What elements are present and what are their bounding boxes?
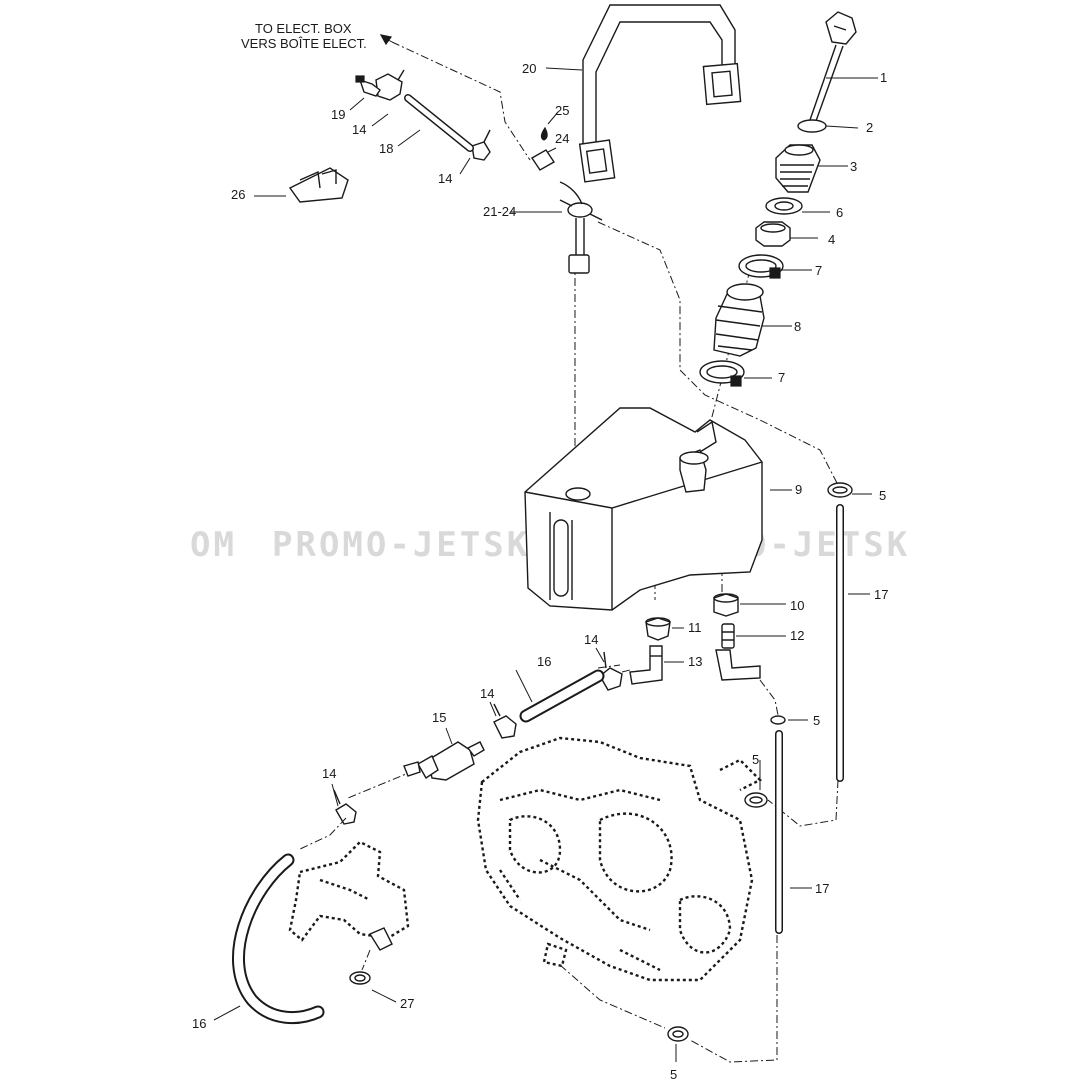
callout-4: 4 xyxy=(828,232,835,247)
grommet-part-10 xyxy=(713,593,739,617)
clamp-part-5-engine xyxy=(744,792,768,808)
callout-8: 8 xyxy=(794,319,801,334)
callout-14-low: 14 xyxy=(322,766,336,781)
callout-27: 27 xyxy=(400,996,414,1011)
tee-fitting-part-21-24 xyxy=(559,181,603,274)
clamp-part-7-upper xyxy=(738,254,784,279)
callout-9: 9 xyxy=(795,482,802,497)
callout-16-long: 16 xyxy=(192,1016,206,1031)
callout-7-lower: 7 xyxy=(778,370,785,385)
clip-part-14-low xyxy=(333,789,357,825)
callout-1: 1 xyxy=(880,70,887,85)
callout-14-filter: 14 xyxy=(480,686,494,701)
callout-6: 6 xyxy=(836,205,843,220)
callout-5-bottom: 5 xyxy=(670,1067,677,1082)
callout-5-tank: 5 xyxy=(879,488,886,503)
sensor-part-24 xyxy=(531,149,555,171)
clamp-part-7-lower xyxy=(699,360,745,387)
elect-box-note: TO ELECT. BOX VERS BOÎTE ELECT. xyxy=(241,21,393,51)
bracket-part-20 xyxy=(578,4,742,183)
filter-part-15 xyxy=(403,741,485,781)
filler-neck-part-3 xyxy=(775,144,821,193)
leader-lines xyxy=(213,67,878,1062)
callout-26: 26 xyxy=(231,187,245,202)
clip-part-14-top xyxy=(375,69,405,101)
callout-18: 18 xyxy=(379,141,393,156)
oil-tank-part-9 xyxy=(524,407,763,611)
callout-15: 15 xyxy=(432,710,446,725)
callout-17-right: 17 xyxy=(874,587,888,602)
nut-part-4 xyxy=(755,221,791,247)
grommet-part-11 xyxy=(645,617,671,641)
elbow-part-13-right xyxy=(715,649,761,681)
callout-19: 19 xyxy=(331,107,345,122)
callout-11: 11 xyxy=(688,620,702,635)
hose-part-18 xyxy=(404,94,474,152)
callout-labels: 1 2 3 6 4 7 8 7 9 5 17 10 11 12 13 5 5 1… xyxy=(192,61,888,1082)
callout-12: 12 xyxy=(790,628,804,643)
callout-16-short: 16 xyxy=(537,654,551,669)
callout-10: 10 xyxy=(790,598,804,613)
clamp-part-5-mid xyxy=(770,715,786,725)
fitting-part-12 xyxy=(721,623,735,649)
hose-part-16-short xyxy=(519,669,605,723)
callout-7-upper: 7 xyxy=(815,263,822,278)
oil-pump-phantom-outline xyxy=(288,840,410,951)
engine-phantom-outline xyxy=(476,736,763,982)
callout-17-center: 17 xyxy=(815,881,829,896)
clamp-part-27 xyxy=(349,971,371,985)
callout-14-top: 14 xyxy=(352,122,366,137)
washer-part-6 xyxy=(765,197,803,215)
hose-part-16-long xyxy=(232,853,325,1025)
callout-20: 20 xyxy=(522,61,536,76)
callout-25: 25 xyxy=(555,103,569,118)
cap-dipstick-part-1 xyxy=(809,11,857,122)
note-line1: TO ELECT. BOX xyxy=(255,21,352,36)
callout-14-hose: 14 xyxy=(584,632,598,647)
clip-part-14-filter xyxy=(493,703,517,739)
bellows-part-8 xyxy=(713,283,765,357)
callout-2: 2 xyxy=(866,120,873,135)
callout-5-engine: 5 xyxy=(752,752,759,767)
drop-icon xyxy=(540,126,548,141)
o-ring-part-2 xyxy=(797,119,827,133)
callout-14-mid: 14 xyxy=(438,171,452,186)
callout-13: 13 xyxy=(688,654,702,669)
watermark-left: OM xyxy=(190,525,237,565)
callout-21-24: 21-24 xyxy=(483,204,516,219)
clamp-part-5-tank xyxy=(827,482,853,498)
clip-part-14-mid xyxy=(471,129,491,161)
note-line2: VERS BOÎTE ELECT. xyxy=(241,36,367,51)
callout-24: 24 xyxy=(555,131,569,146)
callout-5-mid: 5 xyxy=(813,713,820,728)
elbow-part-13-left xyxy=(629,645,663,685)
callout-3: 3 xyxy=(850,159,857,174)
clamp-part-5-bottom xyxy=(667,1026,689,1042)
valve-part-19 xyxy=(355,75,381,97)
clip-part-14-hose xyxy=(599,651,623,691)
arrow-head-icon xyxy=(379,34,393,46)
clip-part-26 xyxy=(288,167,349,203)
